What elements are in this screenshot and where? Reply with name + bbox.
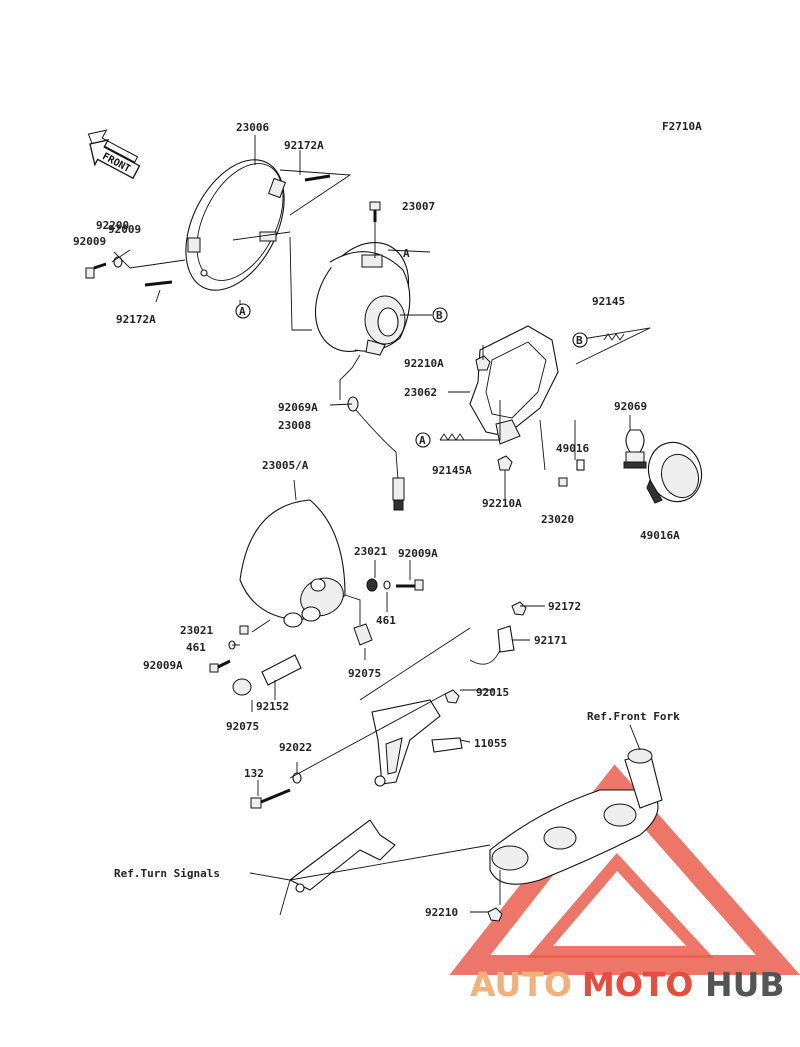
part-label: 49016A bbox=[640, 529, 680, 542]
part-labels: 23006 92172A 92009 92200 92009 92172A 23… bbox=[73, 121, 680, 919]
ref-turn-signals: Ref.Turn Signals bbox=[114, 867, 220, 880]
part-label: 23006 bbox=[236, 121, 269, 134]
circle-marker-a1: A bbox=[235, 303, 251, 319]
wire-harness bbox=[347, 396, 405, 511]
headlight-rim bbox=[185, 159, 287, 291]
circle-marker-b2: B bbox=[572, 332, 588, 348]
part-label: 92172A bbox=[116, 313, 156, 326]
watermark-hub: HUB bbox=[705, 965, 785, 1004]
circle-marker-b1: B bbox=[432, 307, 448, 323]
part-label: 92075 bbox=[348, 667, 381, 680]
reflector-bracket bbox=[469, 325, 559, 445]
part-label: 92009A bbox=[143, 659, 183, 672]
part-label: 92172A bbox=[284, 139, 324, 152]
watermark-moto: MOTO bbox=[582, 965, 693, 1004]
front-fork-bracket bbox=[489, 748, 663, 885]
part-label: 23062 bbox=[404, 386, 437, 399]
bulb-cover bbox=[646, 441, 703, 504]
headlight-bulb bbox=[623, 429, 647, 469]
part-label: 92210A bbox=[404, 357, 444, 370]
part-label: 92145 bbox=[592, 295, 625, 308]
part-label: 23020 bbox=[541, 513, 574, 526]
part-label: 23005/A bbox=[262, 459, 309, 472]
part-label: 23021 bbox=[354, 545, 387, 558]
part-label: 11055 bbox=[474, 737, 507, 750]
part-label: 92075 bbox=[226, 720, 259, 733]
part-label: 92172 bbox=[548, 600, 581, 613]
svg-text:A: A bbox=[239, 305, 246, 318]
part-label: 92022 bbox=[279, 741, 312, 754]
circle-marker-a2: A bbox=[415, 432, 431, 448]
part-label: 23008 bbox=[278, 419, 311, 432]
headlight-mount-bracket bbox=[371, 699, 441, 787]
svg-text:A: A bbox=[419, 434, 426, 447]
svg-text:B: B bbox=[436, 309, 443, 322]
part-label: 23007 bbox=[402, 200, 435, 213]
part-label: 92145A bbox=[432, 464, 472, 477]
part-label: A bbox=[403, 247, 410, 260]
part-label: 92210 bbox=[425, 906, 458, 919]
headlight-housing bbox=[314, 242, 411, 356]
turn-signal-bracket bbox=[288, 819, 396, 893]
part-label: 23021 bbox=[180, 624, 213, 637]
part-label: 92200 bbox=[96, 219, 129, 232]
part-label: 92171 bbox=[534, 634, 567, 647]
part-label: 92069A bbox=[278, 401, 318, 414]
part-label: 92009A bbox=[398, 547, 438, 560]
part-label: 92069 bbox=[614, 400, 647, 413]
figure-code: F2710A bbox=[662, 120, 702, 133]
part-label: 92152 bbox=[256, 700, 289, 713]
watermark-logo: AUTO MOTO HUB bbox=[470, 965, 785, 1004]
ref-front-fork: Ref.Front Fork bbox=[587, 710, 680, 723]
leader-lines bbox=[111, 135, 651, 916]
part-label: 92210A bbox=[482, 497, 522, 510]
part-label: 132 bbox=[244, 767, 264, 780]
watermark-auto: AUTO bbox=[470, 965, 572, 1004]
part-label: 461 bbox=[186, 641, 206, 654]
part-label: 49016 bbox=[556, 442, 589, 455]
part-label: 92015 bbox=[476, 686, 509, 699]
part-label: 92009 bbox=[73, 235, 106, 248]
part-label: 92009 bbox=[108, 223, 141, 236]
part-label: 461 bbox=[376, 614, 396, 627]
headlight-body bbox=[239, 499, 346, 628]
svg-text:B: B bbox=[576, 334, 583, 347]
front-arrow-icon: FRONT bbox=[87, 129, 141, 180]
